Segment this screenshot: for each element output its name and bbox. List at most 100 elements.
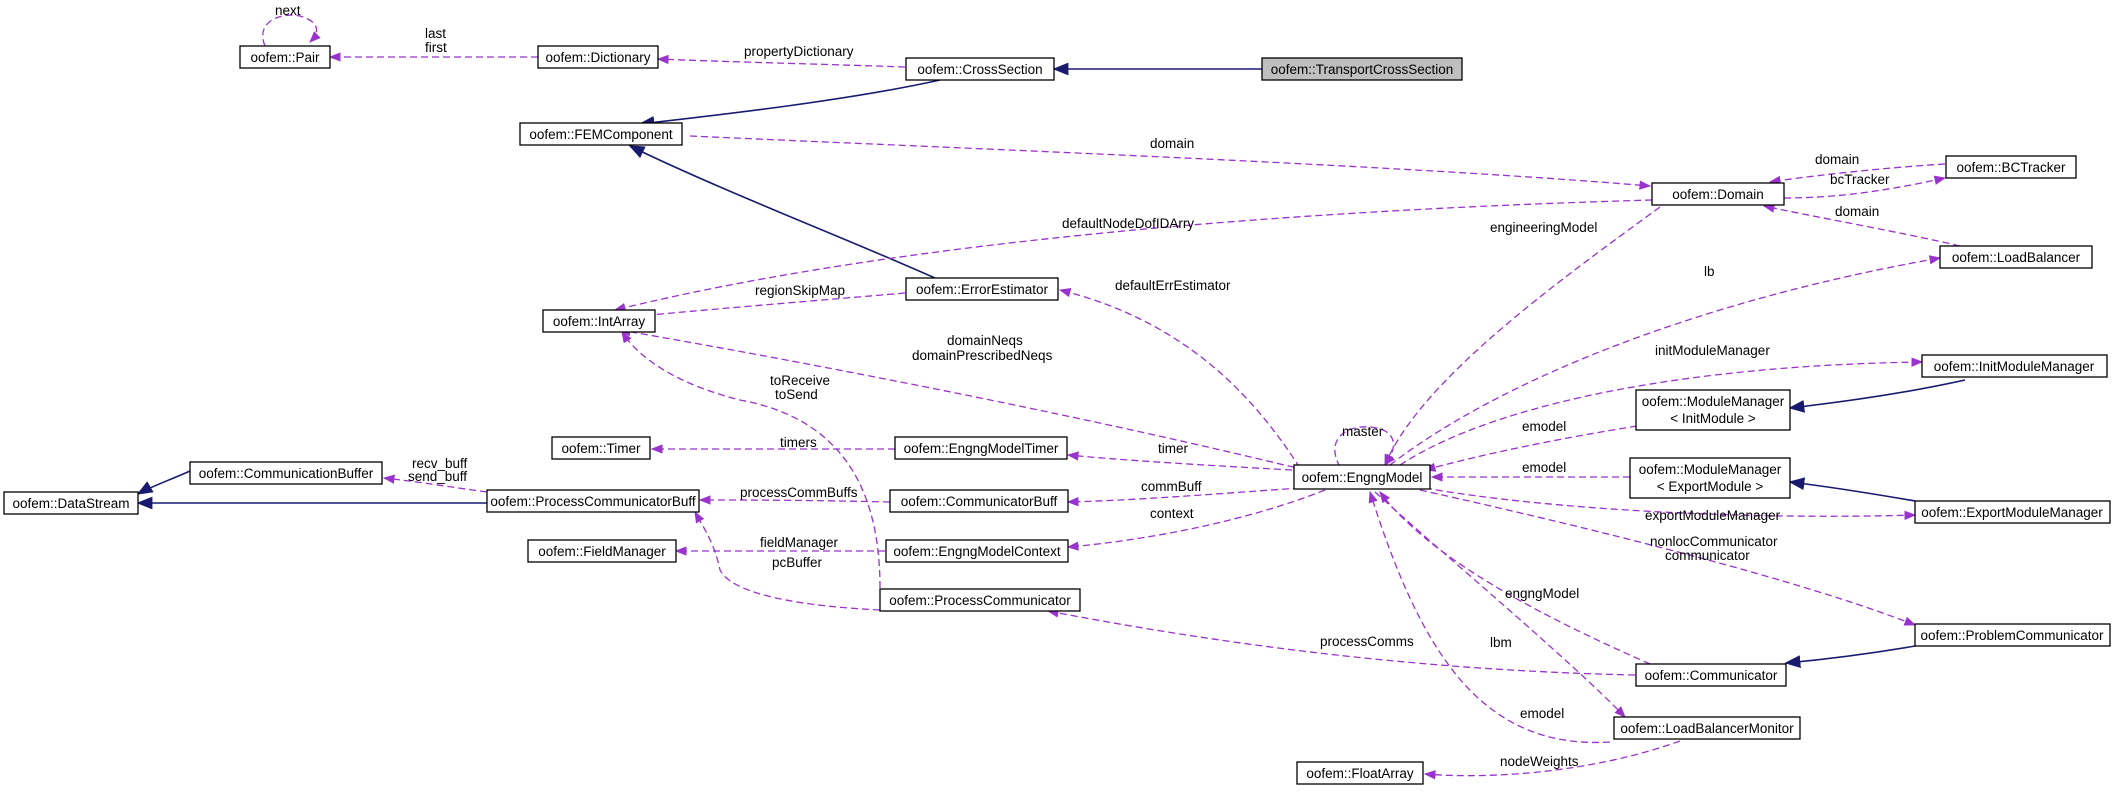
edge-loadbalancer-domain — [1762, 203, 1961, 247]
label-master: master — [1342, 424, 1384, 439]
label-domain-neqs: domainNeqs — [947, 333, 1023, 348]
node-float-array[interactable]: oofem::FloatArray — [1296, 761, 1424, 785]
edge-loadbalancermonitor-floatarray — [1423, 740, 1681, 780]
node-error-estimator[interactable]: oofem::ErrorEstimator — [905, 277, 1059, 301]
node-data-stream[interactable]: oofem::DataStream — [3, 491, 139, 515]
node-process-communicator[interactable]: oofem::ProcessCommunicator — [879, 588, 1081, 612]
edge-engngmodel-engngmodeltimer — [1066, 451, 1293, 471]
edge-engngmodel-intarray — [618, 327, 1306, 471]
node-process-communicator-buff[interactable]: oofem::ProcessCommunicatorBuff — [486, 489, 700, 513]
label-domain-fem: domain — [1150, 136, 1194, 151]
label-process-comms: processComms — [1320, 634, 1414, 649]
edge-problemcommunicator-communicator — [1784, 645, 1916, 669]
label-emodel-export: emodel — [1522, 460, 1566, 475]
label-lbm: lbm — [1490, 635, 1512, 650]
label-pc-buffer: pcBuffer — [772, 555, 823, 570]
node-label: oofem::DataStream — [12, 496, 129, 511]
node-engng-model-context[interactable]: oofem::EngngModelContext — [885, 539, 1069, 563]
label-nonloc-communicator: nonlocCommunicator — [1650, 534, 1778, 549]
node-load-balancer-monitor[interactable]: oofem::LoadBalancerMonitor — [1613, 716, 1801, 740]
node-cross-section[interactable]: oofem::CrossSection — [905, 57, 1055, 81]
edge-engngmodel-communicatorbuff — [1066, 487, 1301, 507]
node-label: oofem::FieldManager — [538, 544, 666, 559]
label-emodel-lbm: emodel — [1520, 706, 1564, 721]
label-timers: timers — [780, 435, 817, 450]
label-to-send: toSend — [775, 387, 818, 402]
edge-labels: next last first propertyDictionary domai… — [275, 3, 1890, 769]
node-bc-tracker[interactable]: oofem::BCTracker — [1945, 155, 2077, 179]
node-module-manager-export[interactable]: oofem::ModuleManager < ExportModule > — [1629, 457, 1791, 499]
edge-engngmodel-self-master — [1334, 426, 1396, 468]
node-label: oofem::LoadBalancer — [1952, 250, 2081, 265]
edge-femcomponent-domain — [689, 135, 1652, 190]
edge-crosssection-femcomponent — [638, 79, 941, 129]
node-label: oofem::BCTracker — [1956, 160, 2066, 175]
node-transport-cross-section[interactable]: oofem::TransportCrossSection — [1261, 57, 1463, 81]
label-recv-buff: recv_buff — [412, 456, 468, 471]
association-edges — [262, 14, 1961, 780]
label-property-dictionary: propertyDictionary — [744, 44, 854, 59]
node-label: oofem::CommunicatorBuff — [901, 494, 1058, 509]
node-label: oofem::InitModuleManager — [1934, 359, 2095, 374]
node-communicator[interactable]: oofem::Communicator — [1635, 663, 1787, 687]
node-label: oofem::ProcessCommunicator — [889, 593, 1071, 608]
node-label: oofem::TransportCrossSection — [1271, 62, 1454, 77]
edge-engngmodel-exportmodulemanager — [1424, 487, 1917, 520]
node-engng-model-timer[interactable]: oofem::EngngModelTimer — [894, 436, 1068, 460]
node-domain[interactable]: oofem::Domain — [1651, 182, 1785, 206]
label-domain-lb: domain — [1835, 204, 1879, 219]
node-export-module-manager[interactable]: oofem::ExportModuleManager — [1914, 500, 2111, 524]
edge-processcommunicatorbuff-communicationbuffer — [382, 474, 488, 493]
label-region-skip-map: regionSkipMap — [755, 283, 845, 298]
edge-loadbalancermonitor-engngmodel — [1368, 490, 1611, 744]
node-pair[interactable]: oofem::Pair — [239, 45, 331, 69]
edge-domain-bctracker — [1783, 175, 1947, 199]
node-label: oofem::ErrorEstimator — [916, 282, 1049, 297]
node-fem-component[interactable]: oofem::FEMComponent — [519, 122, 683, 146]
node-dictionary[interactable]: oofem::Dictionary — [537, 45, 659, 69]
node-communicator-buff[interactable]: oofem::CommunicatorBuff — [889, 489, 1069, 513]
label-last: last — [425, 26, 446, 41]
node-label: oofem::EngngModelTimer — [904, 441, 1059, 456]
label-domain-bctracker: domain — [1815, 152, 1859, 167]
node-int-array[interactable]: oofem::IntArray — [542, 309, 656, 333]
node-module-manager-init[interactable]: oofem::ModuleManager < InitModule > — [1635, 389, 1791, 431]
label-field-manager: fieldManager — [760, 535, 839, 550]
label-bctracker: bcTracker — [1830, 172, 1890, 187]
edge-communicator-processcommunicator — [1046, 608, 1636, 676]
node-load-balancer[interactable]: oofem::LoadBalancer — [1939, 245, 2093, 269]
edge-domain-intarray — [613, 199, 1653, 313]
label-lb: lb — [1704, 264, 1715, 279]
label-init-module-manager: initModuleManager — [1655, 343, 1770, 358]
edge-engngmodel-loadbalancer — [1389, 255, 1942, 466]
label-first: first — [425, 40, 447, 55]
node-label: oofem::LoadBalancerMonitor — [1620, 721, 1794, 736]
node-problem-communicator[interactable]: oofem::ProblemCommunicator — [1914, 623, 2111, 647]
node-label: oofem::ProblemCommunicator — [1920, 628, 2104, 643]
label-engineering-model: engineeringModel — [1490, 220, 1597, 235]
node-label: oofem::Communicator — [1645, 668, 1778, 683]
node-label-line1: oofem::ModuleManager — [1642, 394, 1785, 409]
edge-communicator-engngmodel — [1379, 491, 1651, 665]
label-process-comm-buffs: processCommBuffs — [740, 485, 858, 500]
node-label: oofem::CommunicationBuffer — [199, 466, 374, 481]
inheritance-edges — [136, 62, 1966, 669]
node-field-manager[interactable]: oofem::FieldManager — [527, 539, 677, 563]
node-label-line1: oofem::ModuleManager — [1639, 462, 1782, 477]
node-label: oofem::Domain — [1672, 187, 1764, 202]
node-init-module-manager[interactable]: oofem::InitModuleManager — [1921, 354, 2108, 378]
label-default-err-estimator: defaultErrEstimator — [1115, 278, 1231, 293]
nodes: oofem::Pair oofem::Dictionary oofem::Cro… — [3, 45, 2111, 785]
node-engng-model[interactable]: oofem::EngngModel — [1293, 464, 1431, 490]
label-comm-buff: commBuff — [1141, 479, 1202, 494]
node-label: oofem::EngngModel — [1302, 470, 1423, 485]
edge-bctracker-domain — [1768, 163, 1946, 186]
node-label: oofem::Pair — [250, 50, 320, 65]
edge-engngmodel-errorestimator — [1058, 288, 1301, 469]
node-label: oofem::IntArray — [553, 314, 646, 329]
node-timer[interactable]: oofem::Timer — [551, 436, 651, 460]
edge-processcommunicator-processcommunicatorbuff — [694, 510, 881, 611]
node-communication-buffer[interactable]: oofem::CommunicationBuffer — [189, 461, 383, 485]
label-node-weights: nodeWeights — [1500, 754, 1579, 769]
node-label: oofem::ExportModuleManager — [1921, 505, 2103, 520]
